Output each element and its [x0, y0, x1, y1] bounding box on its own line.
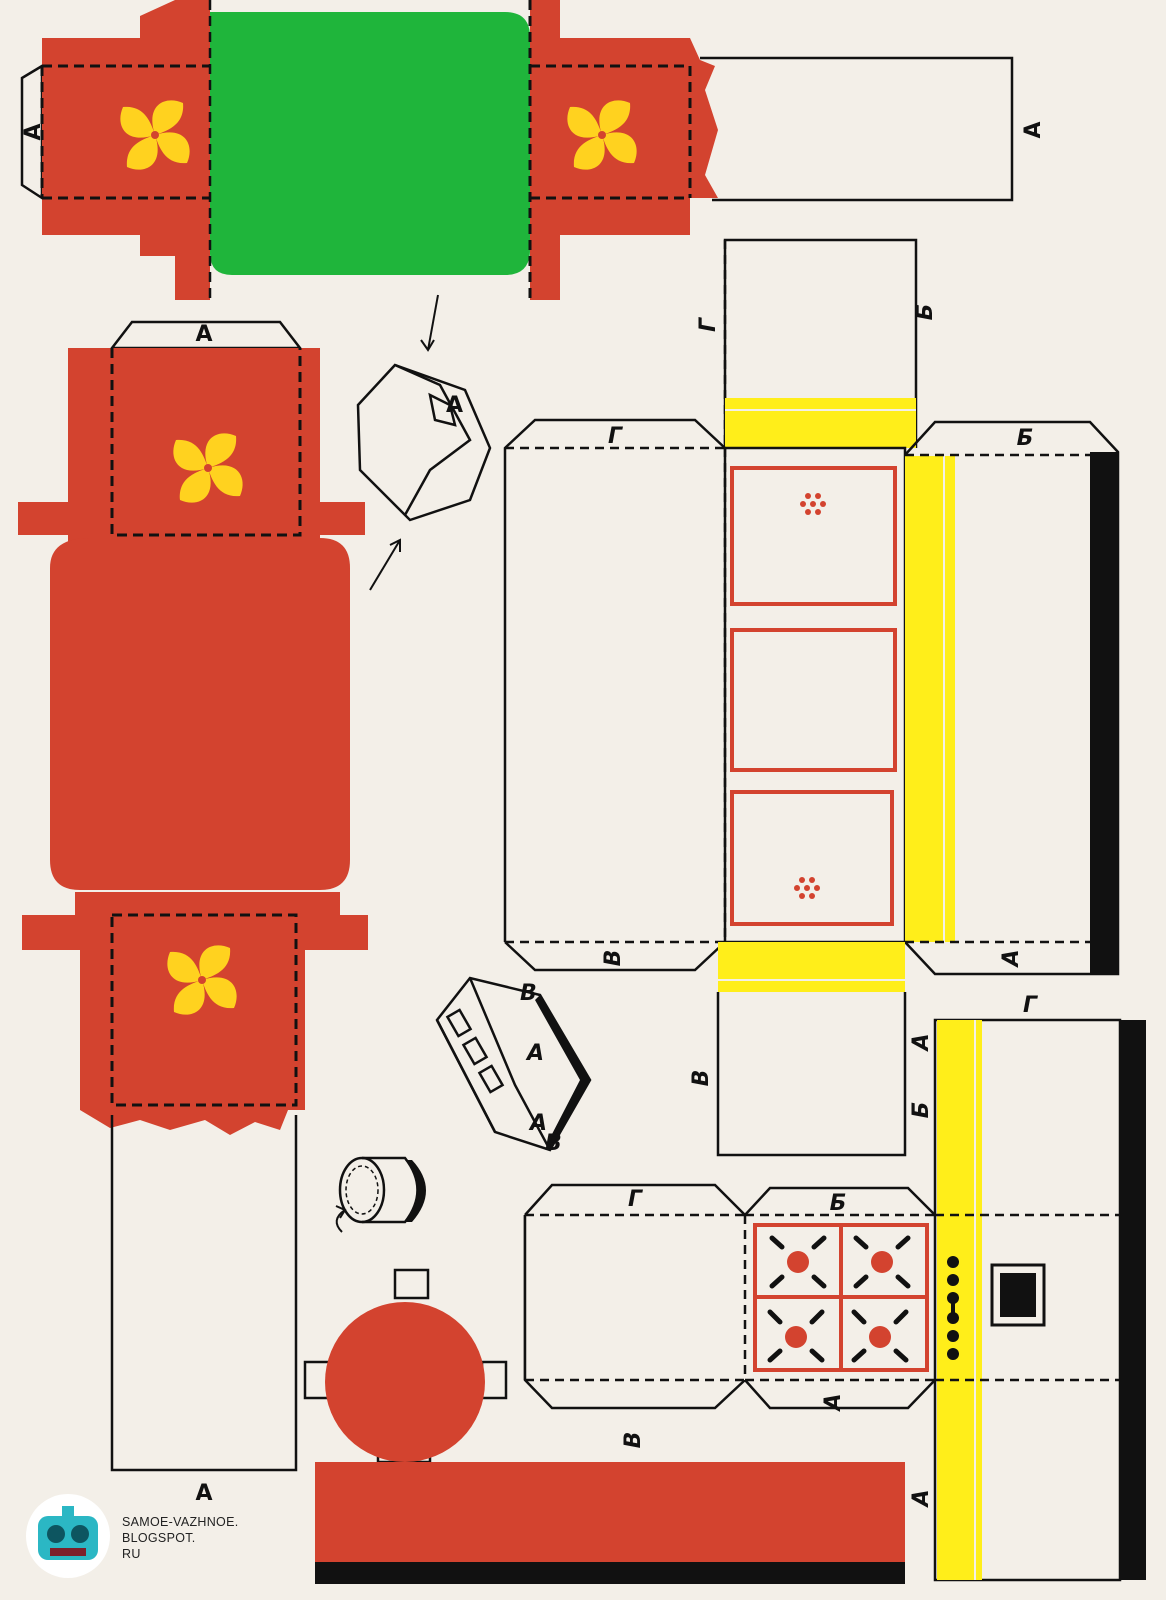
sofa-piece: А А [18, 320, 368, 1506]
label-b-right-side: Б [1017, 426, 1034, 451]
oven-door [990, 1263, 1046, 1327]
sofa-assembly-diagram: А [356, 294, 492, 591]
watermark-line-1: SAMOE-VAZHNOE. [122, 1515, 239, 1529]
robot-icon [26, 1494, 110, 1578]
watermark-text: SAMOE-VAZHNOE. BLOGSPOT. RU [122, 1514, 238, 1562]
label-b-stove-top: Б [830, 1191, 847, 1216]
label-g-top-flap: Г [696, 317, 721, 332]
cabinet-door-top [730, 466, 897, 606]
oven-window [1000, 1273, 1036, 1317]
flower-icon [567, 100, 637, 170]
round-table-piece [303, 1268, 508, 1464]
label-b-top-flap: Б [913, 304, 938, 321]
label-a-left-bottom: А [195, 1481, 212, 1506]
stove-knobs-icon [947, 1256, 959, 1360]
label-b-bottom-flap: Б [909, 1102, 934, 1119]
watermark-line-3: RU [122, 1547, 141, 1561]
stove-net: Г В Б А Г [523, 993, 1146, 1582]
label-a-cabinet-diagram: А [525, 1041, 544, 1066]
stool-diagram [335, 1156, 426, 1233]
label-a-stove-top: А [821, 1393, 846, 1412]
burner-icon [851, 1309, 909, 1363]
top-cushion-piece: А А [20, 0, 1046, 300]
burner-icon [767, 1309, 825, 1363]
flower-icon [173, 433, 243, 503]
cabinet-assembly-diagram: В А А В [435, 976, 592, 1156]
label-a-stove-front: А [909, 1489, 934, 1508]
label-v-cabinet-diagram-2: В [545, 1131, 562, 1156]
label-a-left-top: А [195, 322, 212, 347]
label-v-stove-left: В [621, 1432, 646, 1449]
knob-dots-icon [794, 877, 820, 899]
label-v-bottom-flap: В [689, 1070, 714, 1087]
flower-icon [167, 945, 237, 1015]
burner-icon [769, 1235, 827, 1289]
label-a-cabinet-diagram-2: А [528, 1111, 547, 1136]
label-g-left-side: Г [608, 424, 623, 449]
burner-icon [853, 1235, 911, 1289]
flower-icon [120, 100, 190, 170]
label-v-left-side: В [601, 950, 626, 967]
cabinet-door-middle [730, 628, 897, 772]
label-a-sofa-diagram: А [446, 393, 463, 418]
green-cushion-top [210, 12, 530, 275]
label-a-top-right: А [1021, 121, 1046, 138]
watermark-line-2: BLOGSPOT. [122, 1531, 196, 1545]
label-g-stove-front: Г [1023, 993, 1038, 1018]
knob-dots-icon [800, 493, 826, 515]
cabinet-door-bottom [730, 790, 894, 926]
label-g-stove-left: Г [628, 1187, 643, 1212]
sofa-seat [50, 538, 350, 890]
label-a-bottom-flap: А [909, 1033, 934, 1052]
watermark-logo [26, 1494, 110, 1578]
cabinet-net: Г Б Г В Б А В [503, 238, 1120, 1157]
label-v-cabinet-diagram: В [520, 981, 537, 1006]
bottom-strip-piece [315, 1462, 905, 1584]
label-a-top-left: А [21, 123, 46, 140]
label-a-right-side: А [999, 949, 1024, 968]
